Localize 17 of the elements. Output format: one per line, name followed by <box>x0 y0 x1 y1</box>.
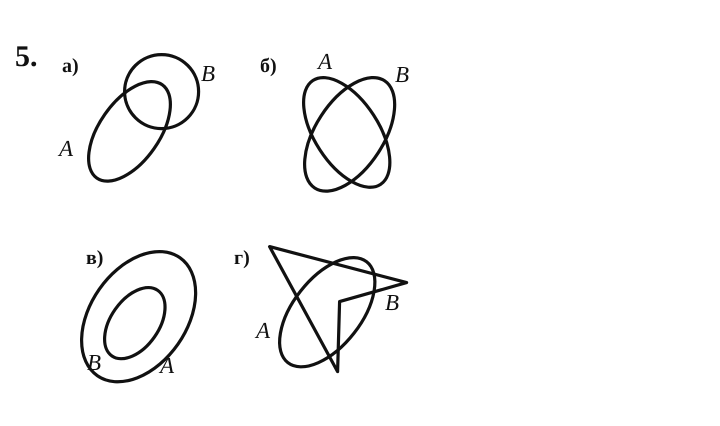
set-label: B <box>385 291 400 314</box>
set-label: A <box>160 354 174 377</box>
panel-label: б) <box>260 56 277 76</box>
set-label: A <box>256 319 270 342</box>
set-label: B <box>395 63 410 86</box>
ellipse-outline <box>86 80 172 182</box>
panel-label: а) <box>62 56 79 76</box>
set-label: A <box>318 50 332 73</box>
panel-label: г) <box>234 248 250 268</box>
set-label: A <box>59 137 74 160</box>
panel-label: в) <box>86 248 104 268</box>
ellipse-outline <box>80 250 198 384</box>
set-label: B <box>201 62 216 85</box>
quadrilateral-outline <box>268 245 409 374</box>
circle-outline <box>123 53 201 131</box>
problem-number: 5. <box>15 42 38 72</box>
ellipse-outline <box>278 256 376 368</box>
